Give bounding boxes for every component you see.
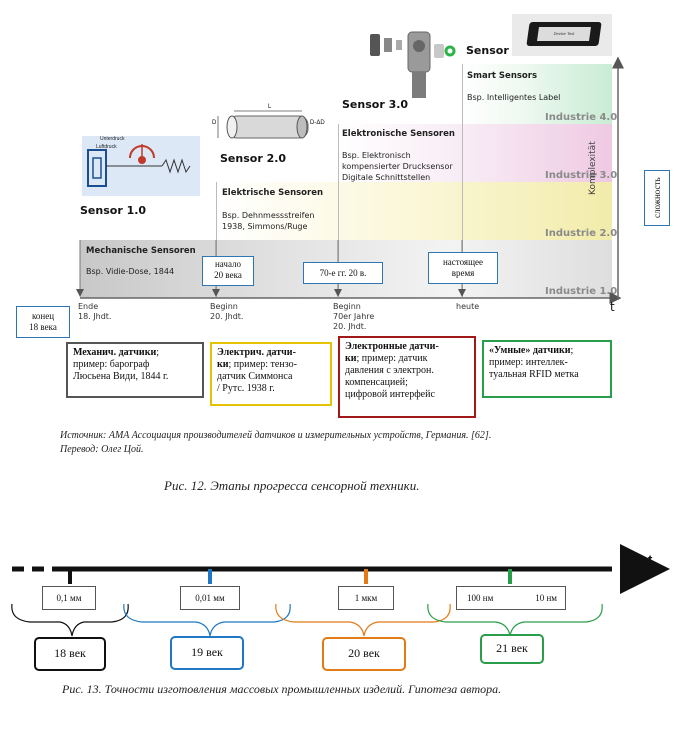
ru-box-electrical-text: ; пример: тензо- датчик Симмонса / Рутс.…	[217, 359, 297, 394]
note-present: настоящее время	[428, 252, 498, 284]
divider-line	[338, 124, 339, 298]
axis-y-ru-label: сложность	[644, 170, 670, 226]
category-2-head: Elektrische Sensoren	[222, 188, 324, 198]
sensor-2-title: Sensor 2.0	[220, 152, 287, 165]
brace-20c	[275, 603, 451, 637]
precision-21c-box: 100 нм 10 нм	[456, 586, 566, 610]
precision-20c: 1 мкм	[338, 586, 394, 610]
band-industry-4	[462, 64, 612, 124]
tick-label-4: heute	[456, 302, 480, 311]
ru-box-electrical-title: Электрич. датчи- ки	[217, 347, 296, 370]
band-industry-2	[216, 182, 612, 240]
fig12-caption: Рис. 12. Этапы прогресса сенсорной техни…	[164, 478, 420, 493]
sensor-3-title: Sensor 3.0	[342, 98, 409, 111]
ru-box-smart: «Умные» датчики; пример: интеллек- туаль…	[482, 340, 612, 398]
fig13-caption: Рис. 13. Точности изготовления массовых …	[62, 682, 502, 696]
ru-box-mechanical-title: Механич. датчики	[73, 347, 157, 358]
tick-label-3: Beginn 70er Jahre 20. Jhdt.	[333, 302, 375, 331]
note-70s: 70-е гг. 20 в.	[303, 262, 383, 284]
brace-18c	[11, 603, 129, 637]
industry-2-label: Industrie 2.0	[545, 228, 618, 239]
timeline-t-label: t	[648, 552, 653, 567]
ru-box-smart-title: «Умные» датчики	[489, 345, 571, 356]
century-21: 21 век	[480, 634, 544, 664]
source-line-1: Источник: AMA Ассоциация производителей …	[60, 430, 492, 441]
industry-3-label: Industrie 3.0	[545, 170, 618, 181]
ru-box-electrical: Электрич. датчи- ки; пример: тензо- датч…	[210, 342, 332, 406]
divider-line	[462, 64, 463, 298]
precision-21c-from: 100 нм	[467, 593, 494, 603]
category-1-example: Bsp. Vidie-Dose, 1844	[86, 267, 175, 276]
century-19: 19 век	[170, 636, 244, 670]
rfid-device: Device Text	[526, 22, 602, 46]
category-2-example: Bsp. Dehnmessstreifen 1938, Simmons/Ruge	[222, 211, 315, 231]
dim-d-delta-label: D-ΔD	[310, 120, 325, 126]
rfid-screen: Device Text	[537, 27, 591, 41]
ru-box-mechanical: Механич. датчики; пример: барограф Люсье…	[66, 342, 204, 398]
note-end-18c: конец 18 века	[16, 306, 70, 338]
ru-box-electronic-text: ; пример: датчик давления с электрон. ко…	[345, 353, 435, 400]
industry-4-label: Industrie 4.0	[545, 112, 618, 123]
rfid-label-image: Device Text	[512, 14, 612, 56]
dim-l-label: L	[268, 104, 272, 110]
dim-d-label: D	[212, 120, 217, 126]
strain-gauge-image	[217, 110, 309, 139]
category-4-example: Bsp. Intelligentes Label	[467, 93, 561, 102]
pressure-sensor-image	[370, 31, 456, 98]
unterdruck-label: Unterdruck	[100, 136, 125, 142]
category-4-head: Smart Sensors	[467, 71, 538, 81]
century-18: 18 век	[34, 637, 106, 671]
ru-box-electronic-title: Электронные датчи- ки	[345, 341, 439, 364]
band-industry-3	[338, 124, 612, 182]
axes	[76, 56, 624, 304]
tick-label-2: Beginn 20. Jhdt.	[210, 302, 244, 321]
axis-y-label: Komplexität	[588, 141, 598, 195]
century-20: 20 век	[322, 637, 406, 671]
tick-label-1: Ende 18. Jhdt.	[78, 302, 112, 321]
sensor-1-title: Sensor 1.0	[80, 204, 147, 217]
barograph-drawing	[87, 144, 191, 187]
luftdruck-label: Luftdruck	[96, 144, 117, 150]
ru-box-electronic: Электронные датчи- ки; пример: датчик да…	[338, 336, 476, 418]
precision-21c-to: 10 нм	[535, 593, 557, 603]
category-3-head: Elektronische Sensoren	[342, 129, 455, 139]
source-line-2: Перевод: Олег Цой.	[60, 444, 144, 455]
barograph-image: Unterdruck Luftdruck	[82, 136, 200, 196]
ru-box-mechanical-text: ; пример: барограф Люсьена Види, 1844 г.	[73, 347, 169, 382]
ru-box-smart-text: ; пример: интеллек- туальная RFID метка	[489, 345, 579, 380]
category-3-example: Bsp. Elektronisch kompensierter Drucksen…	[342, 151, 453, 182]
axis-t-label: t	[610, 300, 615, 314]
category-1-head: Mechanische Sensoren	[86, 246, 196, 256]
note-begin-20c: начало 20 века	[202, 256, 254, 286]
industry-1-label: Industrie 1.0	[545, 286, 618, 297]
precision-18c: 0,1 мм	[42, 586, 96, 610]
precision-19c: 0,01 мм	[180, 586, 240, 610]
